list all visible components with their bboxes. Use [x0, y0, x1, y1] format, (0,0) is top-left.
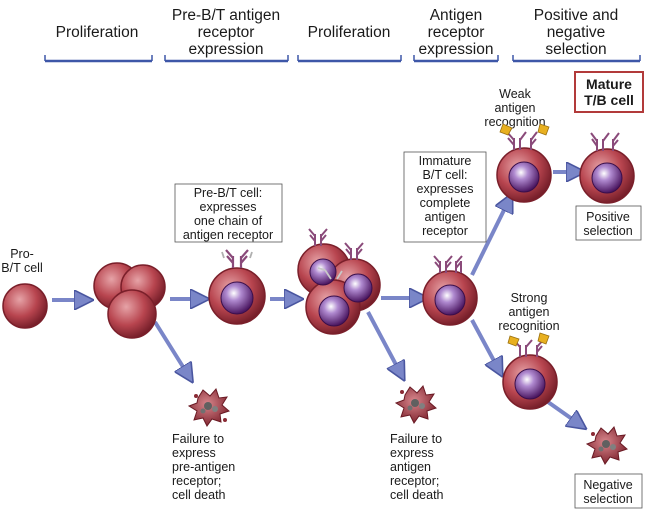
- stage-header-1: Proliferation: [44, 24, 153, 63]
- svg-text:antigen receptor: antigen receptor: [183, 228, 273, 242]
- svg-text:Failure to: Failure to: [172, 432, 224, 446]
- weak-recognition-label: Weak antigen recognition: [484, 87, 545, 129]
- svg-text:antigen: antigen: [390, 460, 431, 474]
- svg-text:receptor;: receptor;: [390, 474, 439, 488]
- svg-text:Pre-B/T cell:: Pre-B/T cell:: [194, 186, 263, 200]
- mature-receptor-icon: [590, 132, 620, 151]
- pre-cell-label: Pre-B/T cell: expresses one chain of ant…: [174, 183, 283, 243]
- stage-header-5: Positive and negative selection: [512, 7, 641, 63]
- proliferating-cell-cluster: [93, 262, 166, 339]
- stage-header-4-line-2: receptor: [428, 24, 485, 41]
- second-proliferation-cluster: [297, 228, 381, 335]
- immature-receptor-icon: [433, 255, 463, 273]
- cluster-receptor-icons: [308, 228, 364, 280]
- svg-text:Negative: Negative: [583, 478, 632, 492]
- pre-cell: [208, 249, 266, 325]
- svg-text:antigen: antigen: [494, 101, 535, 115]
- antigen-icon: [499, 123, 513, 136]
- stage-header-3-bracket: [297, 55, 402, 63]
- stage-header-3: Proliferation: [297, 24, 402, 63]
- svg-text:cell death: cell death: [390, 488, 444, 502]
- dead-cell-2: [394, 385, 437, 424]
- arrow-to-death-1: [153, 320, 190, 378]
- stage-header-4-line-3: expression: [419, 41, 494, 58]
- immature-cell: [422, 255, 478, 326]
- immature-cell-label: Immature B/T cell: expresses complete an…: [403, 151, 487, 243]
- mature-cell-label-box: [574, 71, 644, 113]
- mature-cell: [579, 132, 635, 204]
- failure-antigen-label: Failure to express antigen receptor; cel…: [390, 432, 444, 502]
- antigen-icon: [507, 335, 520, 347]
- svg-text:B/T cell: B/T cell: [1, 261, 42, 275]
- svg-text:expresses: expresses: [417, 182, 474, 196]
- svg-text:B/T cell:: B/T cell:: [423, 168, 468, 182]
- strong-recognition-cell: [502, 332, 558, 410]
- svg-text:Strong: Strong: [511, 291, 548, 305]
- svg-text:recognition: recognition: [498, 319, 559, 333]
- stage-header-5-line-2: negative: [547, 24, 606, 41]
- positive-selection-label: Positive selection: [575, 205, 642, 241]
- pro-cell: [2, 283, 48, 329]
- stage-header-3-line-1: Proliferation: [308, 24, 391, 41]
- arrow-to-strong-recognition: [470, 319, 500, 372]
- svg-text:Weak: Weak: [499, 87, 531, 101]
- stage-header-1-line-1: Proliferation: [56, 24, 139, 41]
- pro-cell-label: Pro- B/T cell: [1, 247, 42, 275]
- stage-header-5-bracket: [512, 55, 641, 63]
- svg-text:express: express: [172, 446, 216, 460]
- dead-cell-3: [585, 426, 628, 465]
- stage-header-4-line-1: Antigen: [430, 7, 483, 24]
- arrow-to-negative-selection: [546, 400, 582, 426]
- svg-text:Pro-: Pro-: [10, 247, 34, 261]
- svg-text:Positive: Positive: [586, 210, 630, 224]
- stage-header-2-line-1: Pre-B/T antigen: [172, 7, 280, 24]
- negative-selection-label: Negative selection: [574, 473, 643, 509]
- flow-arrows: [52, 172, 582, 426]
- svg-text:antigen: antigen: [424, 210, 465, 224]
- stage-header-4: Antigen receptor expression: [413, 7, 499, 63]
- svg-text:Immature: Immature: [419, 154, 472, 168]
- svg-text:recognition: recognition: [484, 115, 545, 129]
- arrow-to-death-2: [366, 311, 402, 376]
- stage-header-2-line-3: expression: [189, 41, 264, 58]
- arrow-to-weak-recognition: [470, 198, 510, 276]
- strong-recognition-label: Strong antigen recognition: [498, 291, 559, 333]
- stage-header-2-bracket: [164, 55, 289, 63]
- svg-text:receptor;: receptor;: [172, 474, 221, 488]
- weak-receptor-icon: [506, 131, 538, 150]
- svg-text:Failure to: Failure to: [390, 432, 442, 446]
- weak-recognition-cell: [496, 123, 552, 203]
- svg-text:T/B cell: T/B cell: [584, 92, 634, 108]
- svg-text:Mature: Mature: [586, 76, 632, 92]
- stage-header-5-line-1: Positive and: [534, 7, 618, 24]
- svg-text:cell death: cell death: [172, 488, 226, 502]
- svg-text:complete: complete: [420, 196, 471, 210]
- svg-text:receptor: receptor: [422, 224, 468, 238]
- stage-header-5-line-3: selection: [545, 41, 606, 58]
- stage-header-2-line-2: receptor: [198, 24, 255, 41]
- svg-text:selection: selection: [583, 224, 632, 238]
- stage-header-4-bracket: [413, 55, 499, 63]
- antigen-icon: [537, 123, 550, 136]
- immature-cell-label-bracket: [403, 151, 487, 243]
- svg-text:pre-antigen: pre-antigen: [172, 460, 235, 474]
- dead-cell-1: [187, 388, 230, 427]
- svg-text:one chain of: one chain of: [194, 214, 263, 228]
- svg-text:expresses: expresses: [200, 200, 257, 214]
- svg-text:antigen: antigen: [508, 305, 549, 319]
- stage-header-1-bracket: [44, 55, 153, 63]
- failure-pre-label: Failure to express pre-antigen receptor;…: [172, 432, 235, 502]
- mature-cell-label: Mature T/B cell: [574, 71, 644, 113]
- antigen-icon: [537, 332, 550, 345]
- stage-header-2: Pre-B/T antigen receptor expression: [164, 7, 289, 63]
- pre-cell-label-bracket: [174, 183, 283, 243]
- svg-text:express: express: [390, 446, 434, 460]
- svg-text:selection: selection: [583, 492, 632, 506]
- pre-receptor-icon: [221, 249, 253, 268]
